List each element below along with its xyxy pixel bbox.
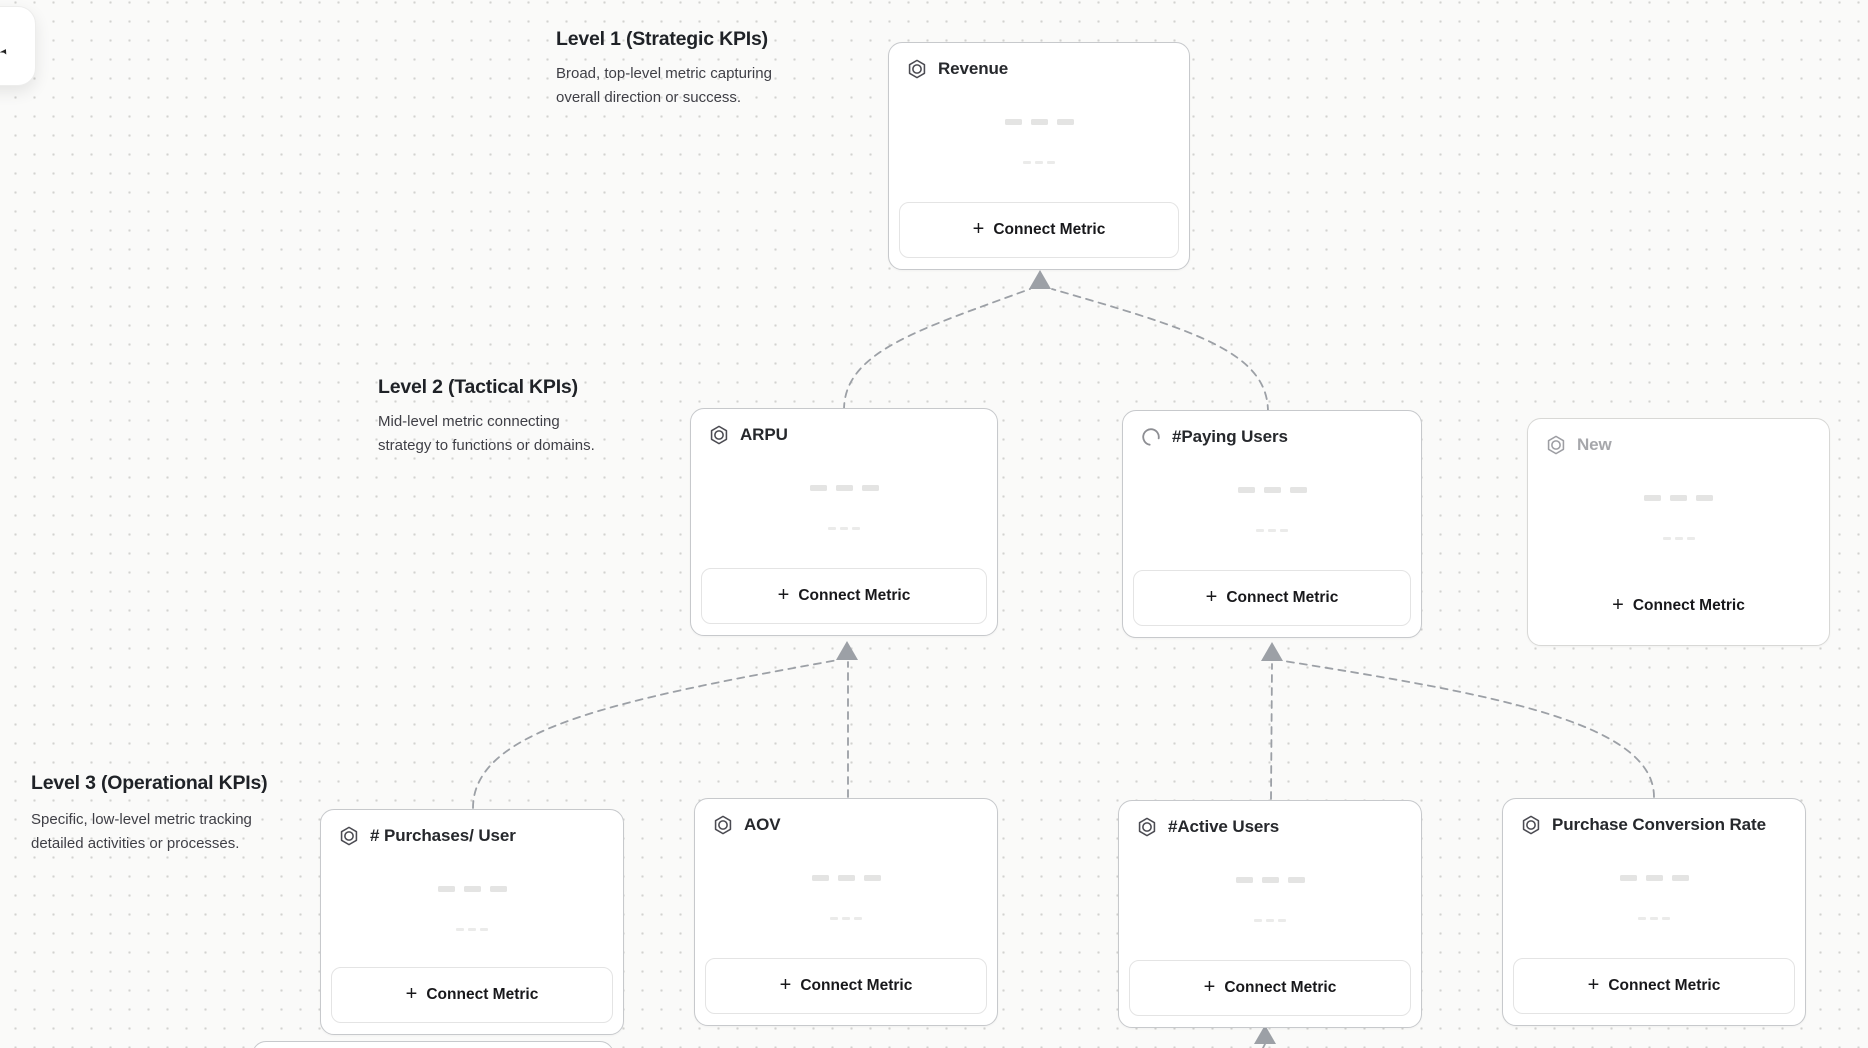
connect-metric-button[interactable]: + Connect Metric xyxy=(1129,960,1411,1016)
hexagon-metric-icon xyxy=(712,814,734,836)
metric-card-title: #Active Users xyxy=(1168,817,1280,836)
arrowhead-arpu xyxy=(836,641,858,660)
connect-metric-button[interactable]: + Connect Metric xyxy=(1513,958,1795,1014)
metric-card-arpu[interactable]: ARPU + Connect Metric xyxy=(690,408,998,636)
connect-metric-label: Connect Metric xyxy=(993,221,1106,238)
hexagon-metric-icon xyxy=(906,58,928,80)
connect-metric-label: Connect Metric xyxy=(1632,597,1745,614)
connect-metric-label: Connect Metric xyxy=(1608,977,1721,994)
connect-metric-button[interactable]: + Connect Metric xyxy=(701,568,987,624)
floating-toolbar-partial[interactable] xyxy=(0,6,36,86)
connector-purchases-arpu xyxy=(472,659,839,809)
connector-below-activeusers xyxy=(1262,1043,1266,1048)
metric-card-partial-bottom[interactable] xyxy=(252,1041,614,1048)
cursor-icon xyxy=(0,49,7,55)
metric-card-title: #Paying Users xyxy=(1172,427,1288,446)
spinner-icon xyxy=(1140,426,1162,448)
metric-card-title: New xyxy=(1577,435,1612,454)
connect-metric-button[interactable]: + Connect Metric xyxy=(331,967,613,1023)
metric-card-title: Purchase Conversion Rate xyxy=(1552,815,1766,834)
plus-icon: + xyxy=(779,974,792,996)
metric-card-title: ARPU xyxy=(740,425,788,444)
connect-metric-button[interactable]: + Connect Metric xyxy=(1133,570,1411,626)
level2-description: Mid-level metric connecting strategy to … xyxy=(378,413,595,454)
hexagon-metric-icon xyxy=(708,424,730,446)
plus-icon: + xyxy=(1587,974,1600,996)
connect-metric-label: Connect Metric xyxy=(1224,979,1337,996)
plus-icon: + xyxy=(405,983,418,1005)
hexagon-metric-icon xyxy=(1520,814,1542,836)
level3-description: Specific, low-level metric tracking deta… xyxy=(31,811,252,852)
plus-icon: + xyxy=(1612,594,1624,616)
level2-heading: Level 2 (Tactical KPIs) xyxy=(378,376,578,398)
metric-card-purchases-per-user[interactable]: # Purchases/ User + Connect Metric xyxy=(320,809,624,1035)
plus-icon: + xyxy=(777,584,790,606)
metric-card-paying-users[interactable]: #Paying Users + Connect Metric xyxy=(1122,410,1422,638)
plus-icon: + xyxy=(1203,976,1216,998)
arrowhead-paying-users xyxy=(1261,642,1283,661)
metric-card-purchase-conversion-rate[interactable]: Purchase Conversion Rate + Connect Metri… xyxy=(1502,798,1806,1026)
arrowhead-revenue xyxy=(1029,270,1051,289)
metric-card-new[interactable]: New + Connect Metric xyxy=(1527,418,1830,646)
connect-metric-button[interactable]: + Connect Metric xyxy=(1538,578,1819,634)
metric-card-title: AOV xyxy=(744,815,781,834)
metric-card-title: # Purchases/ User xyxy=(370,826,516,845)
hexagon-metric-icon xyxy=(1136,816,1158,838)
metric-card-active-users[interactable]: #Active Users + Connect Metric xyxy=(1118,800,1422,1028)
metric-card-revenue[interactable]: Revenue + Connect Metric xyxy=(888,42,1190,270)
level1-heading: Level 1 (Strategic KPIs) xyxy=(556,28,768,50)
connect-metric-label: Connect Metric xyxy=(426,986,539,1003)
connector-arpu-revenue xyxy=(843,288,1031,411)
connect-metric-label: Connect Metric xyxy=(800,977,913,994)
connector-pcr-payingusers xyxy=(1283,660,1655,798)
hexagon-metric-icon xyxy=(338,825,360,847)
connector-payingusers-revenue xyxy=(1051,288,1269,413)
connect-metric-label: Connect Metric xyxy=(1226,589,1339,606)
plus-icon: + xyxy=(972,218,985,240)
metric-card-title: Revenue xyxy=(938,59,1009,78)
connect-metric-button[interactable]: + Connect Metric xyxy=(899,202,1179,258)
hexagon-metric-icon xyxy=(1545,434,1567,456)
metric-card-aov[interactable]: AOV + Connect Metric xyxy=(694,798,998,1026)
connect-metric-label: Connect Metric xyxy=(798,587,911,604)
connect-metric-button[interactable]: + Connect Metric xyxy=(705,958,987,1014)
level3-heading: Level 3 (Operational KPIs) xyxy=(31,772,268,794)
plus-icon: + xyxy=(1205,586,1218,608)
connector-activeusers-payingusers xyxy=(1270,663,1273,800)
level1-description: Broad, top-level metric capturing overal… xyxy=(556,65,772,106)
arrowhead-active-users xyxy=(1254,1025,1276,1044)
